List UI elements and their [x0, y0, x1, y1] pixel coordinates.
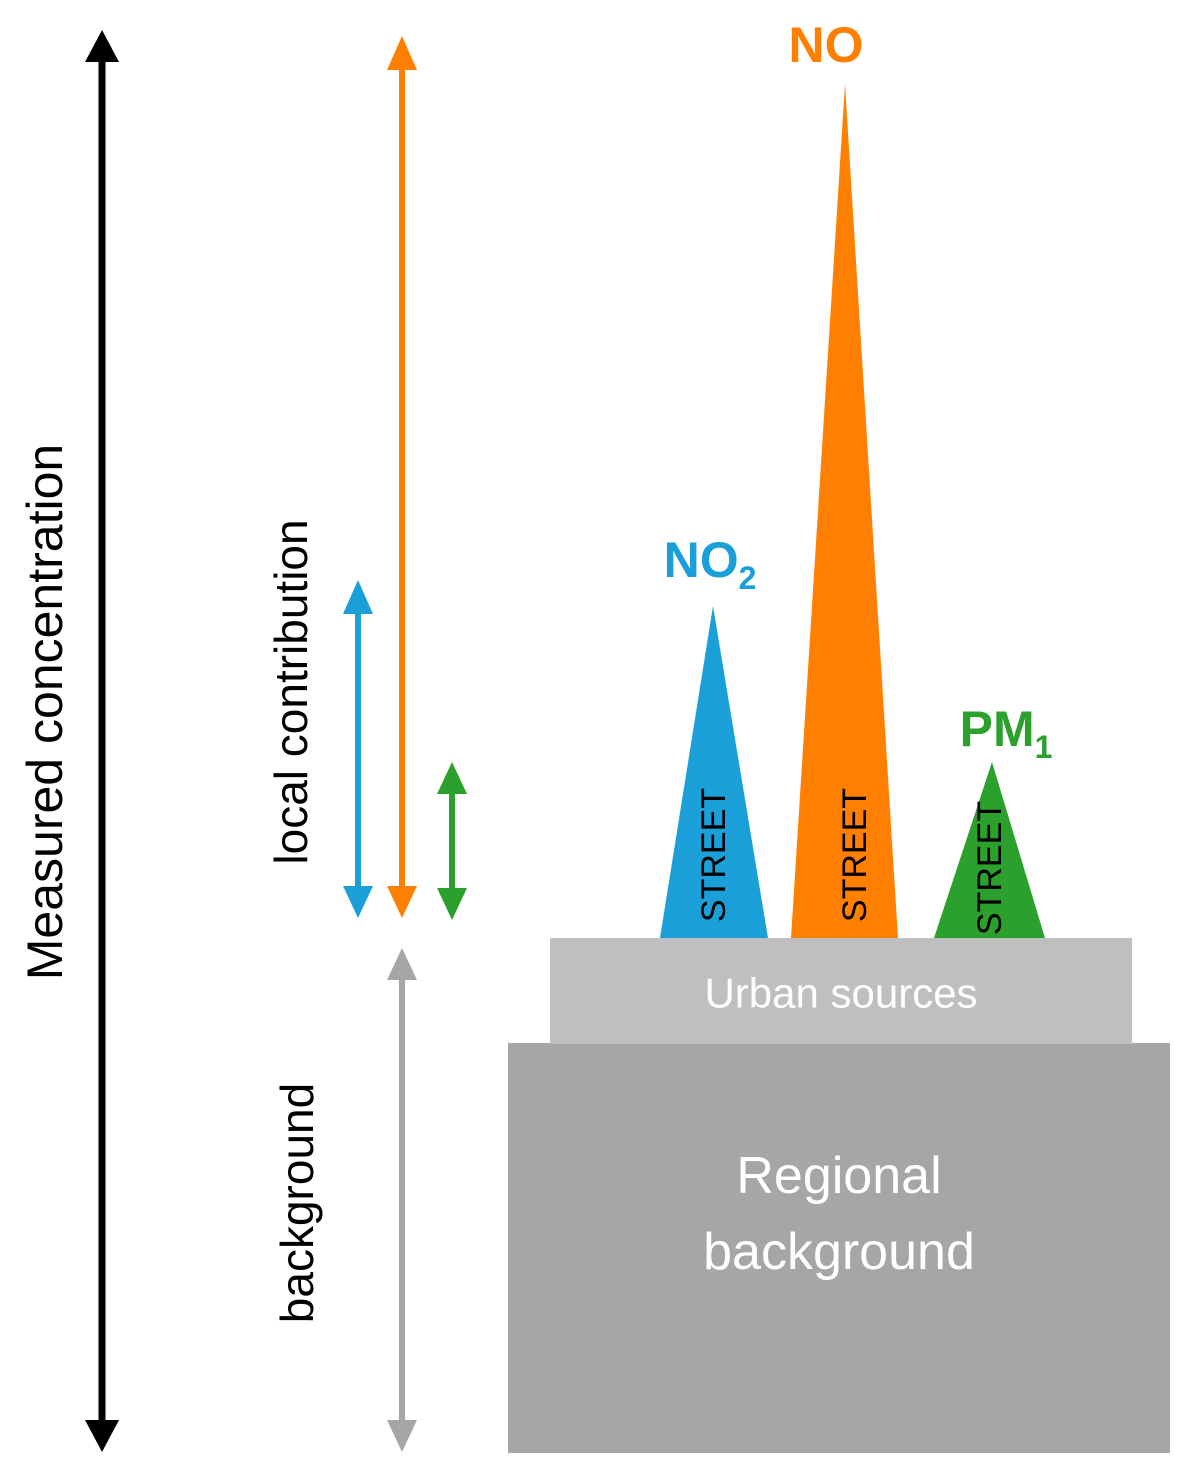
no-contribution-arrow	[387, 36, 417, 918]
regional-label-line2: background	[703, 1223, 975, 1281]
regional-background-block	[508, 1043, 1170, 1453]
no2-street-peak	[660, 606, 768, 938]
no2-title-base: NO	[664, 532, 739, 588]
local-contribution-label: local contribution	[265, 519, 317, 864]
no-street-peak	[791, 84, 898, 938]
regional-label-line1: Regional	[736, 1147, 941, 1205]
pm1-title-subscript: 1	[1035, 729, 1053, 765]
measured-concentration-arrow	[85, 30, 119, 1452]
background-label: background	[271, 1083, 323, 1323]
no2-contribution-arrow	[343, 580, 373, 918]
background-arrow	[387, 948, 417, 1452]
pm1-contribution-arrow	[437, 762, 467, 920]
pm1-title-base: PM	[960, 701, 1035, 757]
no2-street-label: STREET	[695, 788, 733, 922]
axis-label: Measured concentration	[17, 444, 73, 980]
no2-title: NO2	[664, 532, 757, 596]
no-title: NO	[789, 17, 864, 73]
pm1-street-label: STREET	[971, 801, 1009, 935]
no-street-label: STREET	[836, 788, 874, 922]
pm1-street-peak	[934, 762, 1045, 938]
no2-title-subscript: 2	[739, 560, 757, 596]
pm1-title: PM1	[960, 701, 1053, 765]
urban-sources-block	[550, 938, 1132, 1044]
urban-sources-label: Urban sources	[704, 970, 977, 1017]
